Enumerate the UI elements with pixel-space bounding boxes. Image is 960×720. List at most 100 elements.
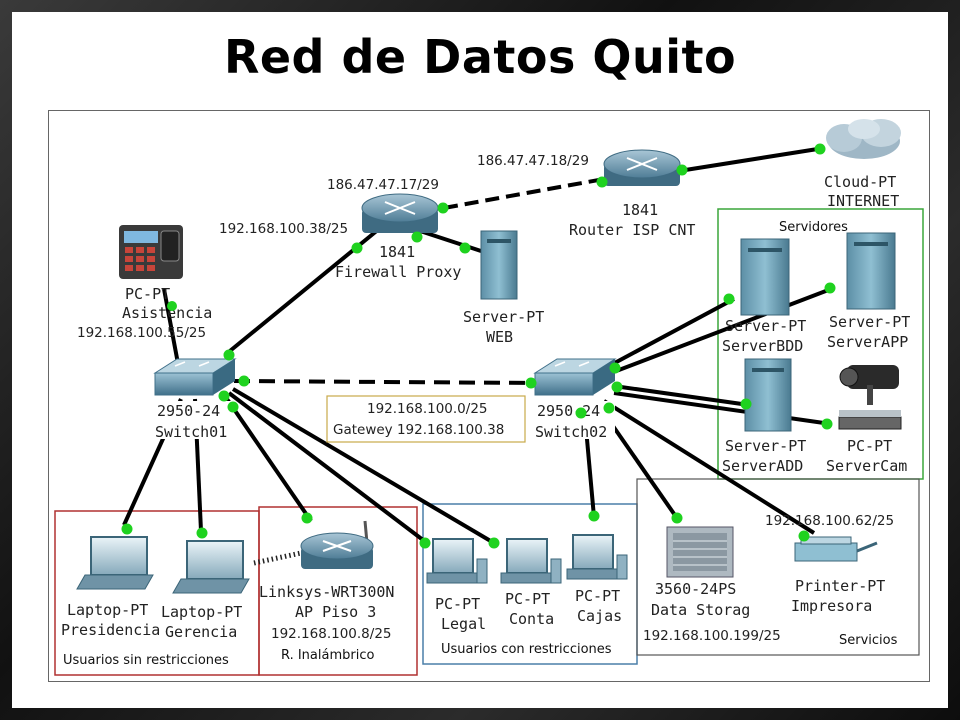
legal-name: Legal	[441, 615, 486, 633]
serveradd-name: ServerADD	[722, 457, 803, 475]
serverbdd-name: ServerBDD	[722, 337, 803, 355]
sin-restricciones-label: Usuarios sin restricciones	[63, 653, 229, 668]
isp-ip: 186.47.47.18/29	[477, 153, 589, 169]
port-light	[218, 390, 230, 402]
firewall-name: Firewall Proxy	[335, 263, 461, 281]
diagram-title: Red de Datos Quito	[223, 30, 737, 84]
link-switch01-ap	[225, 397, 313, 523]
firewall-lan-ip: 192.168.100.38/25	[219, 221, 348, 237]
link-switch01-conta	[231, 387, 496, 545]
servercam-type: PC-PT	[847, 437, 892, 455]
network-diagram: Servidores Usuarios sin restricciones R.…	[54, 119, 924, 676]
switch02-name: Switch02	[535, 423, 607, 441]
desktop-pc-icon	[500, 538, 562, 584]
port-light	[301, 512, 313, 524]
switch-icon	[153, 358, 237, 396]
cloud-icon	[826, 119, 901, 159]
wireless-router-icon	[300, 520, 374, 569]
storage-name: Data Storag	[651, 601, 750, 619]
port-light	[723, 293, 735, 305]
servicios-box	[636, 478, 920, 656]
port-light	[459, 242, 471, 254]
printer-ip: 192.168.100.62/25	[765, 513, 894, 529]
cloud-name: INTERNET	[827, 192, 899, 210]
port-light	[609, 362, 621, 374]
camera-icon	[838, 365, 902, 430]
servicios-label: Servicios	[839, 633, 898, 648]
web-type: Server-PT	[463, 308, 544, 326]
port-light	[575, 407, 587, 419]
servidores-label: Servidores	[779, 220, 848, 235]
presidencia-type: Laptop-PT	[67, 601, 148, 619]
conta-name: Conta	[509, 610, 554, 628]
port-light	[740, 398, 752, 410]
server-icon	[740, 238, 790, 316]
port-light	[611, 381, 623, 393]
storage-icon	[666, 526, 734, 578]
router-icon	[361, 193, 439, 233]
gerencia-name: Gerencia	[165, 623, 237, 641]
cloud-type: Cloud-PT	[824, 173, 896, 191]
port-light	[596, 176, 608, 188]
link-switch01-legal	[227, 391, 429, 545]
port-light	[671, 512, 683, 524]
port-light	[238, 375, 250, 387]
link-switch02-serverbdd	[608, 297, 735, 368]
port-light	[814, 143, 826, 155]
serveradd-type: Server-PT	[725, 437, 806, 455]
storage-ip: 192.168.100.199/25	[643, 628, 781, 644]
link-switch01-switch02	[233, 379, 540, 385]
link-asistencia-switch01	[162, 288, 181, 370]
switch01-model: 2950-24	[157, 402, 220, 420]
biometric-terminal-icon	[119, 225, 183, 279]
server-icon	[480, 230, 518, 300]
serverapp-name: ServerAPP	[827, 333, 908, 351]
link-isp-cloud	[678, 146, 825, 173]
link-switch02-serveradd	[613, 384, 750, 407]
port-light	[603, 402, 615, 414]
storage-model: 3560-24PS	[655, 580, 736, 598]
port-light	[824, 282, 836, 294]
con-restricciones-label: Usuarios con restricciones	[441, 642, 612, 657]
port-light	[588, 510, 600, 522]
port-lights	[121, 143, 836, 549]
conta-type: PC-PT	[505, 590, 550, 608]
gerencia-type: Laptop-PT	[161, 603, 242, 621]
switch01-name: Switch01	[155, 423, 227, 441]
link-switch02-serverapp	[610, 287, 832, 375]
ap-ip: 192.168.100.8/25	[271, 626, 392, 642]
link-switch02-servercam	[613, 391, 832, 426]
cajas-name: Cajas	[577, 607, 622, 625]
isp-name: Router ISP CNT	[569, 221, 695, 239]
port-light	[227, 401, 239, 413]
cajas-type: PC-PT	[575, 587, 620, 605]
server-icon	[846, 232, 896, 310]
network-info-box	[326, 395, 526, 443]
asistencia-ip: 192.168.100.55/25	[77, 325, 206, 341]
network-address: 192.168.100.0/25	[367, 401, 488, 417]
firewall-model: 1841	[379, 243, 415, 261]
desktop-pc-icon	[426, 538, 488, 584]
link-switch02-printer	[602, 399, 816, 535]
server-icon	[744, 358, 792, 432]
printer-type: Printer-PT	[795, 577, 885, 595]
asistencia-name: Asistencia	[122, 304, 212, 322]
laptop-icon	[172, 540, 250, 594]
port-light	[196, 527, 208, 539]
port-light	[525, 377, 537, 389]
legal-type: PC-PT	[435, 595, 480, 613]
link-firewall-isp	[443, 177, 605, 210]
ap-name: AP Piso 3	[295, 603, 376, 621]
printer-name: Impresora	[791, 597, 872, 615]
port-light	[351, 242, 363, 254]
switch-label-bg	[153, 401, 233, 439]
port-light	[167, 301, 177, 311]
serverapp-type: Server-PT	[829, 313, 910, 331]
router-icon	[603, 149, 681, 186]
ap-model: Linksys-WRT300N	[259, 583, 394, 601]
wireless-link	[253, 550, 302, 566]
port-light	[676, 164, 688, 176]
port-light	[821, 418, 833, 430]
network-gateway: Gatewey 192.168.100.38	[333, 422, 504, 438]
isp-model: 1841	[622, 201, 658, 219]
